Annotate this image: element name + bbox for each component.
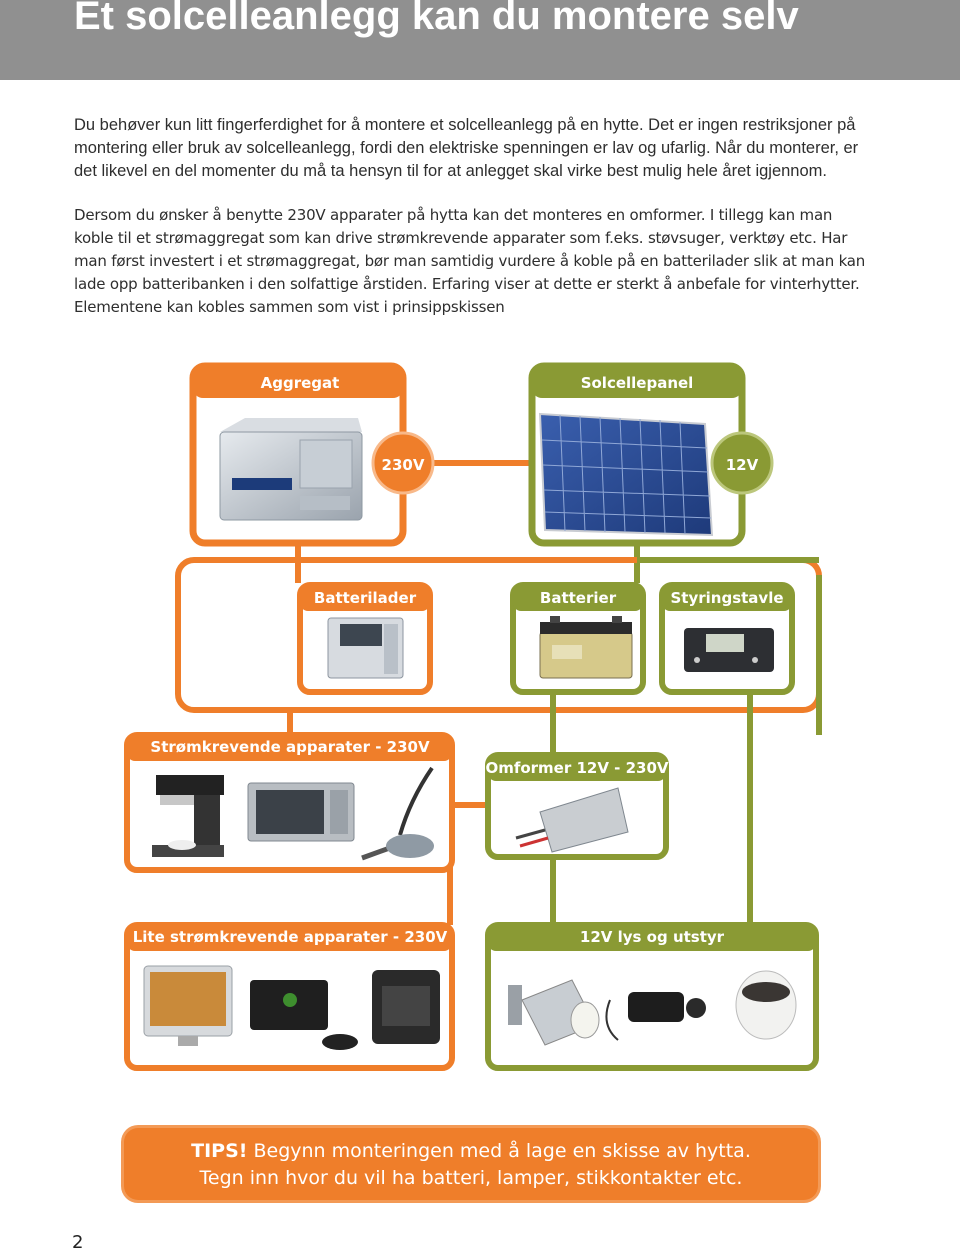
lys-utstyr-box: 12V lys og utstyr (485, 922, 819, 1071)
aggregat-box: Aggregat (189, 362, 407, 547)
tips-label: TIPS! (191, 1140, 248, 1162)
batterier-label: Batterier (540, 589, 617, 607)
page-header: Et solcelleanlegg kan du montere selv (0, 0, 960, 80)
lys-utstyr-label: 12V lys og utstyr (580, 928, 725, 946)
connector-lines (175, 460, 822, 935)
tv-image (143, 965, 233, 1046)
lamp-image (508, 979, 600, 1046)
tips-line-2: Tegn inn hvor du vil ha batteri, lamper,… (199, 1167, 743, 1189)
stromkrevende-label: Strømkrevende apparater - 230V (150, 738, 430, 756)
intro-paragraph-2: Dersom du ønsker å benytte 230V apparate… (74, 206, 866, 316)
charger-image (327, 617, 404, 679)
vacuum-cleaner-image (361, 766, 434, 861)
aggregat-label: Aggregat (261, 374, 340, 392)
microwave-image (247, 782, 355, 842)
voltage-230v-label: 230V (382, 456, 425, 474)
page-number: 2 (72, 1232, 84, 1253)
stromkrevende-box: Strømkrevende apparater - 230V (124, 732, 455, 873)
inverter-image (515, 787, 629, 853)
battery-image (539, 616, 633, 679)
styringstavle-label: Styringstavle (670, 589, 783, 607)
lite-stromkrevende-box: Lite strømkrevende apparater - 230V (124, 922, 455, 1071)
lite-stromkrevende-label: Lite strømkrevende apparater - 230V (133, 928, 448, 946)
game-console-image (250, 980, 358, 1050)
voltage-12v-badge: 12V (710, 431, 774, 495)
voltage-230v-badge: 230V (371, 431, 435, 495)
omformer-box: Omformer 12V - 230V (485, 752, 669, 860)
omformer-label: Omformer 12V - 230V (485, 759, 668, 777)
page-title: Et solcelleanlegg kan du montere selv (74, 0, 799, 38)
tips-box: TIPS! Begynn monteringen med å lage en s… (124, 1128, 818, 1200)
solcellepanel-label: Solcellepanel (581, 374, 694, 392)
styringstavle-box: Styringstavle (659, 582, 795, 695)
generator-image (219, 418, 363, 521)
controller-image (684, 628, 774, 672)
batterilader-box: Batterilader (297, 582, 433, 695)
tips-text-1: Begynn monteringen med å lage en skisse … (253, 1140, 751, 1162)
coffee-machine-image (152, 775, 224, 857)
fan-image (735, 970, 797, 1040)
voltage-12v-label: 12V (726, 456, 759, 474)
heater-image (372, 970, 440, 1044)
batterier-box: Batterier (510, 582, 646, 695)
solar-panel-image (538, 412, 714, 537)
solcellepanel-box: Solcellepanel (528, 362, 746, 547)
intro-paragraph-1: Du behøver kun litt fingerferdighet for … (74, 116, 859, 180)
tips-line-1: TIPS! Begynn monteringen med å lage en s… (124, 1140, 818, 1162)
batterilader-label: Batterilader (314, 589, 417, 607)
pump-image (605, 992, 706, 1041)
